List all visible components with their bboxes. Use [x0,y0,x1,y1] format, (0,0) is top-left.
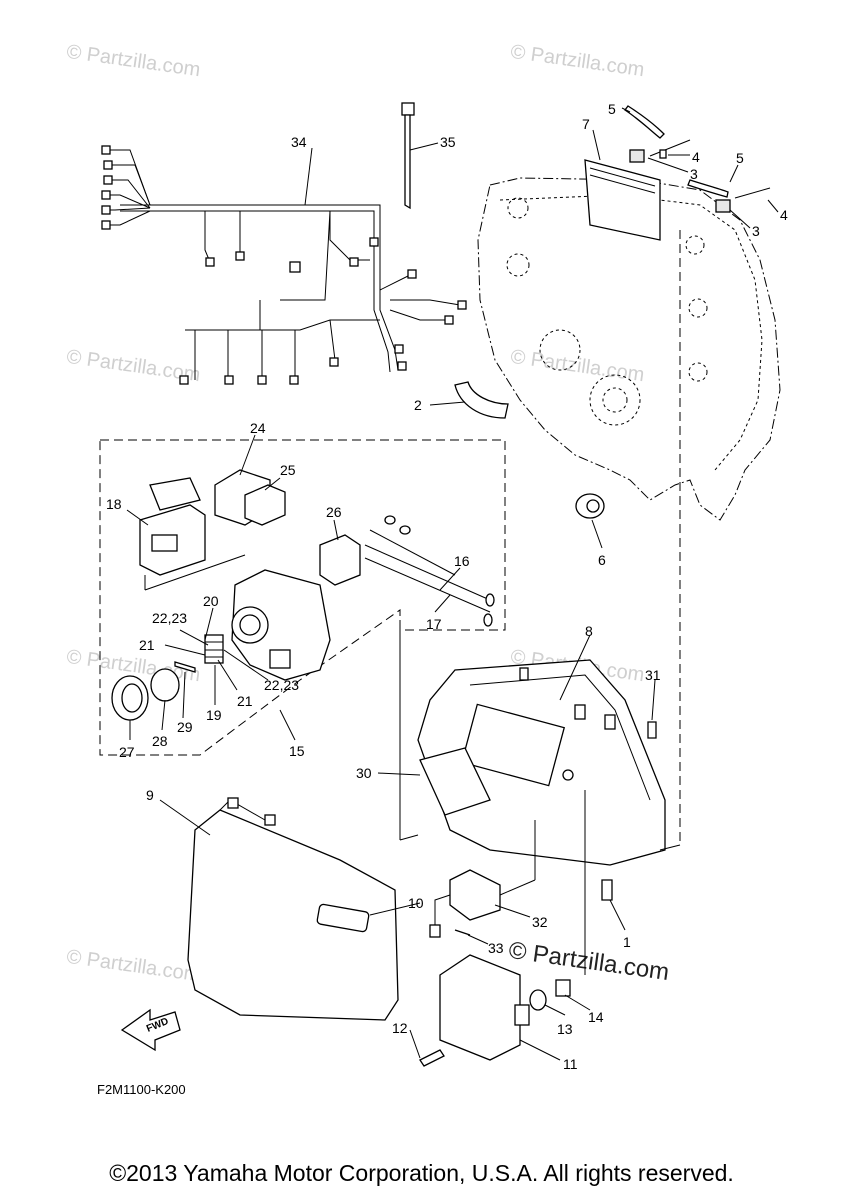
callout-4: 4 [780,207,788,223]
callout-19: 19 [206,707,222,723]
callout-11: 11 [563,1056,578,1072]
callout-30: 30 [356,765,372,781]
bolt[interactable] [174,661,196,673]
grommet[interactable] [575,493,605,519]
callout-13: 13 [557,1021,573,1037]
cable-tie[interactable] [401,102,415,210]
throttle-body[interactable] [231,569,331,681]
callout-labels: 34 35 5 7 4 3 5 4 3 2 6 8 31 30 9 10 32 … [106,101,788,1072]
callout-4: 4 [692,149,700,165]
rubber-strip[interactable] [584,159,661,241]
clamp-assembly-upper[interactable] [624,105,691,163]
wire-harness[interactable] [101,145,467,385]
callout-2: 2 [414,397,422,413]
leader-lines [126,107,779,1061]
cable-set[interactable] [364,515,495,627]
callout-27: 27 [119,744,135,760]
callout-3: 3 [690,166,698,182]
callout-31: 31 [645,667,661,683]
callout-26: 26 [326,504,342,520]
callout-15: 15 [289,743,305,759]
callout-14: 14 [588,1009,604,1025]
assembly-group-15-outline [99,439,506,756]
gasket[interactable] [419,747,491,816]
callout-22-23: 22,23 [152,610,187,626]
callout-10: 10 [408,895,424,911]
cap[interactable] [111,675,149,721]
callout-29: 29 [177,719,193,735]
o-ring[interactable] [150,668,180,702]
control-unit[interactable] [439,954,530,1061]
callout-12: 12 [392,1020,408,1036]
clip[interactable] [454,381,509,419]
relay[interactable] [214,469,286,526]
callout-22-23: 22,23 [264,677,299,693]
sensor[interactable] [319,534,361,586]
clamp-assembly-lower[interactable] [687,179,771,213]
callout-7: 7 [582,116,590,132]
callout-16: 16 [454,553,470,569]
callout-33: 33 [488,940,504,956]
callout-1: 1 [623,934,631,950]
electrical-box[interactable] [417,659,666,866]
callout-17: 17 [426,616,442,632]
forward-arrow-icon: FWD [120,1008,181,1052]
bolt[interactable] [647,721,657,739]
callout-6: 6 [598,552,606,568]
callout-35: 35 [440,134,456,150]
callout-21: 21 [139,637,155,653]
bolt[interactable] [454,929,471,936]
fuse-block[interactable] [204,634,224,664]
copyright-footer: ©2013 Yamaha Motor Corporation, U.S.A. A… [109,1160,734,1186]
callout-21: 21 [237,693,253,709]
bolt[interactable] [419,1049,445,1067]
callout-3: 3 [752,223,760,239]
grommet[interactable] [529,989,547,1011]
callout-8: 8 [585,623,593,639]
bolt[interactable] [601,879,613,901]
callout-25: 25 [280,462,296,478]
callout-5: 5 [736,150,744,166]
box-cover[interactable] [187,797,399,1021]
diagram-code: F2M1100-K200 [97,1082,186,1097]
callout-18: 18 [106,496,122,512]
callout-34: 34 [291,134,307,150]
callout-28: 28 [152,733,168,749]
pressure-sensor[interactable] [429,869,501,938]
callout-5: 5 [608,101,616,117]
collar[interactable] [555,979,571,997]
electrical-box-cover[interactable] [139,477,206,576]
callout-9: 9 [146,787,154,803]
callout-32: 32 [532,914,548,930]
callout-20: 20 [203,593,219,609]
callout-24: 24 [250,420,266,436]
